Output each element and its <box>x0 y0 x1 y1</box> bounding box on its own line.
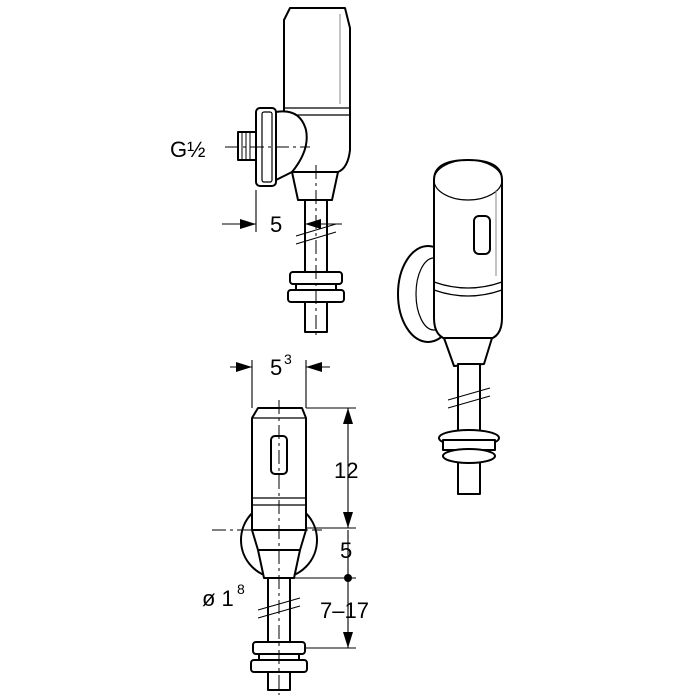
side-neck <box>275 110 308 181</box>
width-dimension: 5 3 <box>230 351 330 408</box>
width-label: 5 <box>270 355 282 380</box>
depth-dimension: 5 <box>222 190 342 237</box>
height-dimension: 12 <box>306 407 358 529</box>
perspective-view <box>397 159 503 495</box>
body-band <box>433 281 503 289</box>
arrow <box>240 219 256 229</box>
arrow <box>305 219 321 229</box>
width-label-sup: 3 <box>284 351 292 367</box>
front-view <box>212 400 322 695</box>
perspective-body <box>433 159 503 341</box>
pipe-dia-label: ø 1 <box>202 586 234 611</box>
perspective-cone <box>443 337 493 367</box>
arrow <box>343 632 353 648</box>
persp-collar-bottom <box>442 448 496 464</box>
perspective-break-mark <box>447 387 491 409</box>
body-band-2 <box>433 289 503 297</box>
sensor-window-perspective <box>473 215 491 255</box>
pipe-range-label: 7–17 <box>320 598 369 623</box>
side-nozzle <box>291 171 339 201</box>
depth-label: 5 <box>270 212 282 237</box>
arrow <box>236 362 252 372</box>
pipe-range-dimension: 7–17 <box>305 578 369 649</box>
body-top-cap <box>433 159 503 201</box>
side-break-mark <box>295 223 337 245</box>
arrow <box>306 362 322 372</box>
arrow <box>343 512 353 528</box>
height-label: 12 <box>334 458 358 483</box>
lower-gap-label: 5 <box>340 538 352 563</box>
arrow <box>343 408 353 424</box>
side-thread-stub <box>237 131 257 161</box>
thread-label: G½ <box>170 137 205 162</box>
pipe-dia-sup: 8 <box>237 581 245 597</box>
side-view <box>225 7 351 335</box>
